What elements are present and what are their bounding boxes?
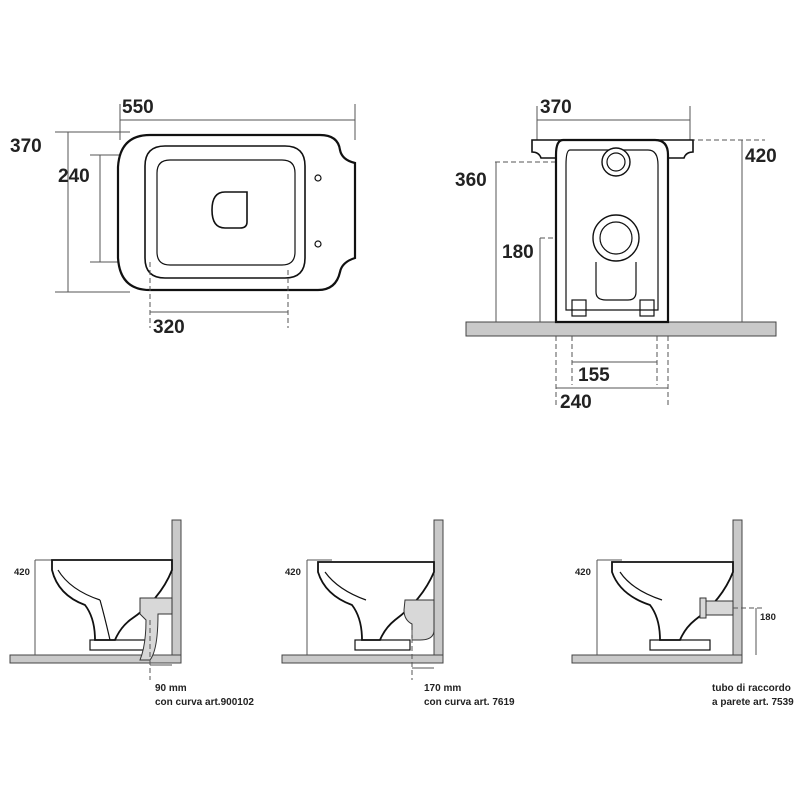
side1-caption-line1: 90 mm	[155, 683, 187, 694]
side-view-3: 420 180 tubo di raccordo a parete art. 7…	[571, 519, 794, 708]
front-height-label: 420	[745, 146, 777, 167]
side3-caption-line2: a parete art. 7539	[712, 697, 794, 708]
side3-caption-line1: tubo di raccordo	[712, 683, 791, 694]
side2-pipe	[403, 599, 435, 641]
top-depth-label: 370	[10, 136, 42, 157]
top-view: 550 370 240 320	[10, 97, 357, 338]
side-view-1: 420 90 mm con curva art.900102	[9, 519, 254, 708]
top-fixing-label: 320	[153, 317, 185, 338]
side3-wall	[732, 519, 743, 664]
side2-caption-line2: con curva art. 7619	[424, 697, 515, 708]
front-trap	[595, 262, 637, 301]
front-base-outer-label: 240	[560, 392, 592, 413]
top-inner-label: 240	[58, 166, 90, 187]
side3-floor	[571, 654, 743, 664]
front-drain-height-label: 360	[455, 170, 487, 191]
side3-base	[649, 639, 711, 651]
side2-base	[354, 639, 411, 651]
front-floor	[465, 321, 777, 337]
front-view: 370 420 360 180 155	[455, 97, 777, 413]
side1-base	[89, 639, 146, 651]
side2-floor	[281, 654, 444, 664]
front-inlet-height-label: 180	[502, 242, 534, 263]
side1-pipe	[139, 597, 173, 661]
side3-connector	[703, 600, 734, 616]
bowl-inner	[144, 145, 306, 279]
side3-pipe-height-label: 180	[760, 612, 776, 623]
top-width-label: 550	[122, 97, 154, 118]
front-body-inner	[565, 149, 659, 311]
bowl-inner-line	[156, 159, 296, 266]
side3-height-label: 420	[575, 567, 591, 578]
side2-wall	[433, 519, 444, 664]
fixing-hole-bottom	[314, 240, 322, 248]
front-base-inner-label: 155	[578, 365, 610, 386]
front-width-label: 370	[540, 97, 572, 118]
side1-floor	[9, 654, 182, 664]
side1-caption-line2: con curva art.900102	[155, 697, 254, 708]
side1-height-label: 420	[14, 567, 30, 578]
front-drain-hole	[601, 147, 631, 177]
side2-height-label: 420	[285, 567, 301, 578]
side-view-2: 420 170 mm con curva art. 7619	[281, 519, 515, 708]
side2-caption-line1: 170 mm	[424, 683, 461, 694]
side1-wall	[171, 519, 182, 664]
drain-opening	[211, 191, 248, 229]
fixing-hole-top	[314, 174, 322, 182]
